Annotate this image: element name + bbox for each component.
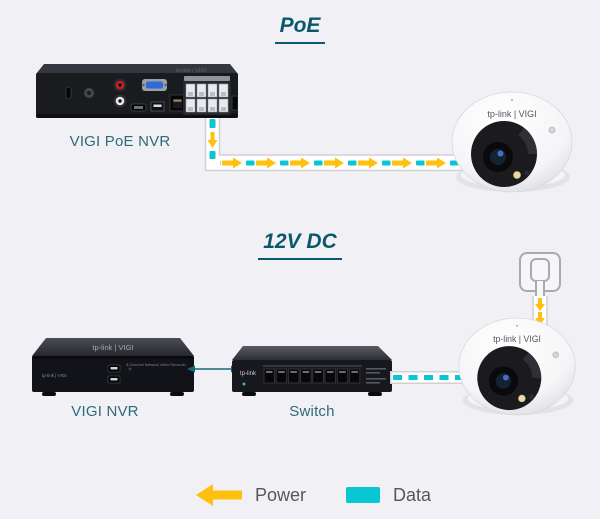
nvr-brand-text: tp-link | VIGI — [92, 343, 133, 352]
power-plug-icon — [517, 250, 563, 298]
ir-led — [513, 171, 521, 179]
power-data-flow — [220, 157, 466, 169]
vigi-poe-nvr-device: tp-link | VIGI — [36, 62, 238, 122]
vga-port — [142, 79, 167, 91]
camera-12vdc-device: tp-link | VIGI — [455, 314, 581, 417]
front-usb-ports — [107, 364, 132, 384]
legend-power-label: Power — [255, 484, 307, 505]
switch-label-marks — [366, 368, 386, 384]
nvr-top-face — [32, 338, 194, 356]
rca-audio-jacks — [113, 78, 127, 108]
switch-top-face — [232, 346, 392, 360]
nvr-brand-text: tp-link | VIGI — [176, 68, 207, 74]
vigi-nvr-device: tp-link | VIGI tp-link | VIGI 8-Channel … — [32, 336, 194, 398]
switch-front-panel — [232, 360, 392, 392]
nvr-model-text: 8-Channel Network Video Recorder — [126, 363, 187, 367]
lan-port — [169, 94, 186, 112]
power-arrow-icon — [196, 484, 242, 506]
ir-led — [518, 394, 526, 403]
legend-data-label: Data — [393, 484, 432, 505]
camera-brand-text: tp-link | VIGI — [493, 334, 541, 344]
poe-port-block — [183, 76, 231, 115]
section-title-poe: PoE — [0, 14, 600, 44]
security-slot — [65, 86, 72, 100]
label-vigi-nvr: VIGI NVR — [71, 403, 139, 420]
poe-cable — [204, 114, 470, 172]
switch-ports — [263, 368, 361, 384]
nvr-top-face — [36, 64, 238, 74]
camera-poe-device: tp-link | VIGI — [448, 88, 578, 194]
label-vigi-poe-nvr: VIGI PoE NVR — [69, 133, 171, 150]
dome-screw — [552, 351, 560, 359]
label-switch: Switch — [289, 403, 335, 420]
dc-power-jack — [231, 95, 238, 111]
switch-brand-text: tp-link — [240, 371, 257, 377]
section-title-12vdc: 12V DC — [0, 230, 600, 260]
camera-brand-text: tp-link | VIGI — [487, 109, 536, 119]
dome-screw — [548, 126, 556, 134]
nvr-front-panel — [32, 356, 194, 392]
nvr-front-logo: tp-link | VIGI — [42, 373, 67, 378]
power-led — [242, 382, 246, 386]
switch-device: tp-link — [232, 344, 392, 398]
legend: Power Data — [196, 484, 431, 506]
data-bar-icon — [346, 487, 381, 503]
